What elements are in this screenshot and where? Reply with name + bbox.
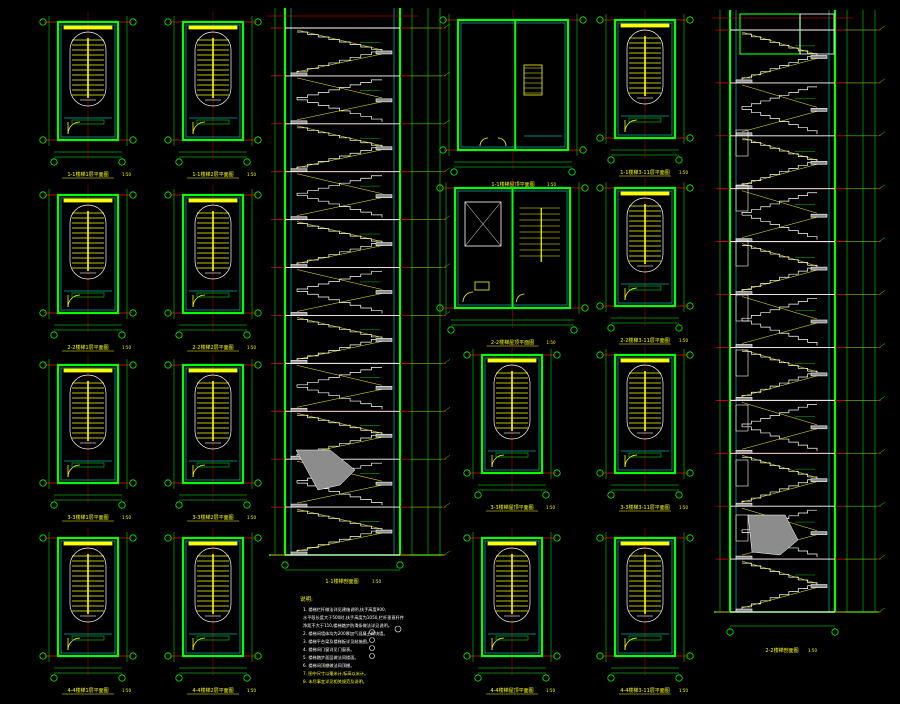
plan-scale: 1:50 [122,345,131,350]
note-line: 水平段长度大于500时,扶手高度为1050,栏杆垂直杆件 [303,614,404,621]
plan-title: 4-4楼梯1层平面图 [67,687,108,694]
plan-scale: 1:50 [546,505,555,510]
note-line: 7. 图中尺寸以毫米计,标高以米计。 [303,670,368,677]
plan-title: 2-2楼梯2层平面图 [192,344,233,351]
note-line: 8. 未尽事宜详见相关规范及说明。 [303,678,367,685]
plan-scale: 1:50 [247,172,256,177]
stair-plans: 1-1楼梯1层平面图 1:50 1-1楼梯2层平面图 1:50 2-2楼梯1层平面图 1:… [39,10,694,695]
stair-plan: 3-3楼梯3-11层平面图 1:50 [596,345,694,512]
plan-scale: 1:50 [546,688,555,693]
stair-section: 2-2楼梯剖面图 1:50 [712,10,886,654]
plan-scale: 1:50 [547,340,556,345]
stair-plan: 4-4楼梯1层平面图 1:50 [39,528,137,695]
stair-plan: 1-1楼梯屋顶平面图 1:50 [439,10,587,189]
plan-title: 2-2楼梯1层平面图 [67,344,108,351]
note-line: 6. 楼梯间顶棚做法同顶棚。 [303,662,354,669]
plan-scale: 1:50 [547,182,556,187]
stair-plan: 3-3楼梯2层平面图 1:50 [164,355,262,522]
section-scale: 1:50 [808,648,817,653]
notes-title: 说明: [300,595,313,603]
note-line: 1. 楼梯栏杆做法详见建施说明,扶手高度900, [303,606,386,613]
stair-plan: 1-1楼梯2层平面图 1:50 [164,12,262,179]
plan-title: 2-2楼梯3-11层平面图 [620,337,670,344]
stair-plan: 4-4楼梯3-11层平面图 1:50 [596,528,694,695]
plan-scale: 1:50 [679,688,688,693]
plan-title: 1-1楼梯2层平面图 [192,171,233,178]
plan-scale: 1:50 [247,515,256,520]
plan-scale: 1:50 [247,345,256,350]
note-line: 4. 楼梯间门窗详见门窗表。 [303,646,354,653]
plan-title: 4-4楼梯3-11层平面图 [620,687,670,694]
stair-plan: 2-2楼梯2层平面图 1:50 [164,185,262,352]
note-line: 2. 楼梯间墙体均为200厚加气混凝土砌块墙。 [303,630,388,637]
section-title: 1-1楼梯剖面图 [325,578,358,585]
plan-scale: 1:50 [122,515,131,520]
plan-scale: 1:50 [679,170,688,175]
note-line: 3. 楼梯平台梁及楼梯板详见结施图。 [303,638,371,645]
stair-plan: 3-3楼梯屋顶平面图 1:50 [463,345,561,512]
plan-title: 3-3楼梯屋顶平面图 [490,504,533,511]
plan-scale: 1:50 [679,338,688,343]
plan-title: 3-3楼梯1层平面图 [67,514,108,521]
note-line: 5. 楼梯踏步面层做法同楼面。 [303,654,359,661]
design-notes: 说明: 1. 楼梯栏杆做法详见建施说明,扶手高度900, 水平段长度大于500时,… [300,595,404,685]
section-title: 2-2楼梯剖面图 [765,647,798,654]
note-line: 净距不大于110,楼梯踏步防滑条做法详见说明。 [303,622,392,629]
section-scale: 1:50 [372,579,381,584]
stair-plan: 1-1楼梯3-11层平面图 1:50 [596,10,694,177]
plan-scale: 1:50 [122,688,131,693]
plan-scale: 1:50 [247,688,256,693]
stair-plan: 2-2楼梯1层平面图 1:50 [39,185,137,352]
plan-title: 4-4楼梯屋顶平面图 [490,687,533,694]
plan-title: 3-3楼梯3-11层平面图 [620,504,670,511]
plan-title: 3-3楼梯2层平面图 [192,514,233,521]
plan-scale: 1:50 [679,505,688,510]
plan-scale: 1:50 [122,172,131,177]
plan-title: 1-1楼梯屋顶平面图 [491,181,534,188]
stair-plan: 4-4楼梯屋顶平面图 1:50 [463,528,561,695]
plan-title: 1-1楼梯1层平面图 [67,171,108,178]
plan-title: 2-2楼梯屋顶平面图 [491,339,534,346]
plan-title: 1-1楼梯3-11层平面图 [620,169,670,176]
stair-plan: 1-1楼梯1层平面图 1:50 [39,12,137,179]
stair-plan: 3-3楼梯1层平面图 1:50 [39,355,137,522]
stair-plan: 2-2楼梯屋顶平面图 1:50 [436,178,589,347]
plan-title: 4-4楼梯2层平面图 [192,687,233,694]
stair-plan: 2-2楼梯3-11层平面图 1:50 [596,178,694,345]
stair-section: 1-1楼梯剖面图 1:50 [267,8,451,585]
stair-sections: 1-1楼梯剖面图 1:50 2-2楼梯剖面图 1:50 [267,8,886,654]
stair-plan: 4-4楼梯2层平面图 1:50 [164,528,262,695]
